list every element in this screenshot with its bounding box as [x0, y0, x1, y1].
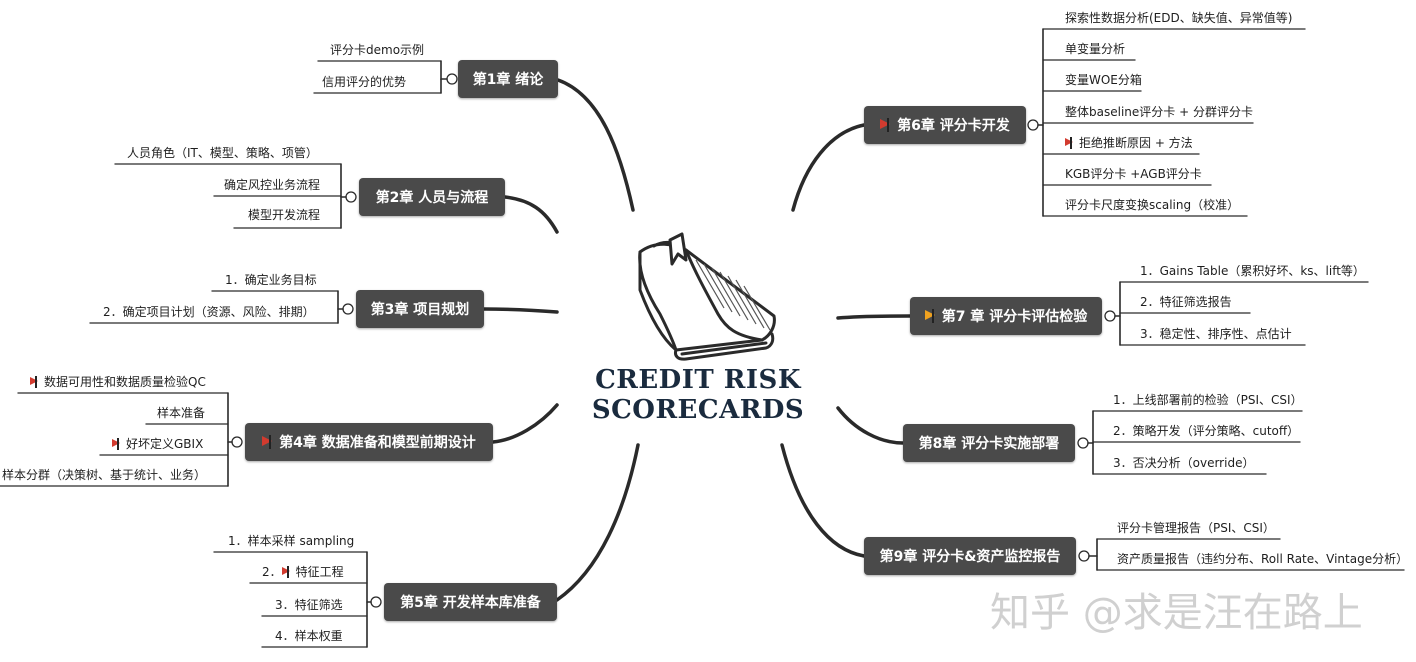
- red-flag-icon: [880, 118, 891, 132]
- ch6-item-2: 单变量分析: [1065, 42, 1126, 56]
- ch6-item-3: 变量WOE分箱: [1065, 73, 1142, 87]
- chapter-3-node[interactable]: 第3章 项目规划: [356, 290, 484, 328]
- branch-ch5: [555, 443, 640, 602]
- ch5-item-2-prefix: 2．: [262, 565, 282, 579]
- red-flag-icon: [262, 435, 273, 449]
- ch9-item-1: 评分卡管理报告（PSI、CSI）: [1117, 521, 1275, 535]
- ch3-collapse-toggle[interactable]: [342, 303, 354, 315]
- ch4-item-3: 好坏定义GBIX: [112, 436, 203, 452]
- ch8-collapse-toggle[interactable]: [1077, 437, 1089, 449]
- chapter-9-node[interactable]: 第9章 评分卡&资产监控报告: [864, 537, 1076, 575]
- ch9-item-2: 资产质量报告（违约分布、Roll Rate、Vintage分析）: [1117, 552, 1409, 566]
- chapter-6-node[interactable]: 第6章 评分卡开发: [864, 106, 1026, 144]
- ch9-collapse-toggle[interactable]: [1078, 550, 1090, 562]
- ch4-collapse-toggle[interactable]: [231, 436, 243, 448]
- ch3-item-1: 1．确定业务目标: [225, 273, 317, 287]
- chapter-3-title: 第3章 项目规划: [370, 302, 470, 318]
- branch-ch6: [791, 123, 866, 212]
- branch-ch8: [836, 406, 905, 445]
- ch5-item-2: 2． 特征工程: [262, 564, 344, 580]
- chapter-9-title: 第9章 评分卡&资产监控报告: [879, 549, 1061, 565]
- ch5-item-1: 1．样本采样 sampling: [228, 534, 355, 548]
- chapter-1-title: 第1章 绪论: [472, 72, 544, 88]
- ch2-item-1: 人员角色（IT、模型、策略、项管）: [127, 146, 318, 160]
- central-title-line1: CREDIT RISK: [595, 365, 801, 395]
- ch8-item-2: 2．策略开发（评分策略、cutoff）: [1113, 424, 1300, 438]
- ch4-item-1-text: 数据可用性和数据质量检验QC: [44, 375, 206, 389]
- red-flag-icon: [281, 566, 290, 578]
- chapter-8-title: 第8章 评分卡实施部署: [918, 436, 1060, 452]
- branch-ch7: [836, 314, 912, 320]
- ch5-item-3: 3．特征筛选: [275, 598, 343, 612]
- ch1-trunk: [440, 60, 448, 80]
- chapter-4-node[interactable]: 第4章 数据准备和模型前期设计: [245, 423, 493, 461]
- red-flag-icon: [112, 438, 120, 450]
- ch5-item-4: 4．样本权重: [275, 629, 343, 643]
- ch2-item-3: 模型开发流程: [248, 208, 321, 222]
- ch3-item-2: 2．确定项目计划（资源、风险、排期）: [103, 305, 315, 319]
- book-icon: [638, 232, 776, 361]
- branch-ch9: [780, 443, 866, 558]
- branch-ch3: [482, 307, 559, 314]
- watermark: 知乎 @求是汪在路上: [990, 590, 1363, 636]
- ch4-item-2: 样本准备: [157, 406, 206, 420]
- branch-ch1: [556, 78, 635, 212]
- ch6-item-5: 拒绝推断原因 + 方法: [1065, 135, 1193, 151]
- ch6-item-5-text: 拒绝推断原因 + 方法: [1079, 136, 1193, 150]
- ch7-item-1: 1．Gains Table（累积好坏、ks、lift等）: [1140, 264, 1365, 278]
- ch4-item-4: 样本分群（决策树、基于统计、业务）: [2, 468, 207, 482]
- ch7-collapse-toggle[interactable]: [1104, 310, 1116, 322]
- chapter-2-title: 第2章 人员与流程: [375, 190, 489, 206]
- chapter-2-node[interactable]: 第2章 人员与流程: [359, 178, 505, 216]
- ch8-item-1: 1．上线部署前的检验（PSI、CSI）: [1113, 393, 1303, 407]
- central-title-line2: SCORECARDS: [591, 395, 805, 425]
- orange-flag-icon: [924, 309, 935, 323]
- ch1-item-2: 信用评分的优势: [322, 75, 407, 89]
- red-flag-icon: [30, 376, 38, 388]
- branch-ch2: [503, 195, 559, 234]
- ch1-item-1: 评分卡demo示例: [330, 43, 425, 57]
- ch4-item-3-text: 好坏定义GBIX: [126, 437, 204, 451]
- ch2-item-2: 确定风控业务流程: [224, 178, 321, 192]
- chapter-6-title: 第6章 评分卡开发: [897, 118, 1010, 134]
- ch1-collapse-toggle[interactable]: [446, 73, 458, 85]
- ch6-item-1: 探索性数据分析(EDD、缺失值、异常值等): [1065, 11, 1293, 25]
- chapter-5-title: 第5章 开发样本库准备: [400, 595, 541, 611]
- ch7-item-2: 2．特征筛选报告: [1140, 295, 1232, 309]
- ch6-item-7: 评分卡尺度变换scaling（校准）: [1065, 198, 1240, 212]
- ch6-item-6: KGB评分卡 +AGB评分卡: [1065, 167, 1202, 181]
- chapter-7-node[interactable]: 第7 章 评分卡评估检验: [910, 297, 1102, 335]
- ch2-collapse-toggle[interactable]: [345, 191, 357, 203]
- ch7-item-3: 3．稳定性、排序性、点估计: [1140, 327, 1292, 341]
- branch-ch4: [491, 403, 559, 444]
- ch8-item-3: 3．否决分析（override）: [1113, 456, 1255, 470]
- red-flag-icon: [1065, 137, 1073, 149]
- chapter-8-node[interactable]: 第8章 评分卡实施部署: [903, 424, 1075, 462]
- ch5-collapse-toggle[interactable]: [370, 596, 382, 608]
- chapter-5-node[interactable]: 第5章 开发样本库准备: [384, 583, 557, 621]
- chapter-7-title: 第7 章 评分卡评估检验: [941, 309, 1088, 325]
- ch6-item-4: 整体baseline评分卡 + 分群评分卡: [1065, 105, 1253, 119]
- chapter-1-node[interactable]: 第1章 绪论: [458, 60, 558, 98]
- ch5-item-2-text: 特征工程: [295, 565, 344, 579]
- ch6-collapse-toggle[interactable]: [1027, 119, 1039, 131]
- chapter-4-title: 第4章 数据准备和模型前期设计: [279, 435, 476, 451]
- ch4-item-1: 数据可用性和数据质量检验QC: [30, 374, 206, 390]
